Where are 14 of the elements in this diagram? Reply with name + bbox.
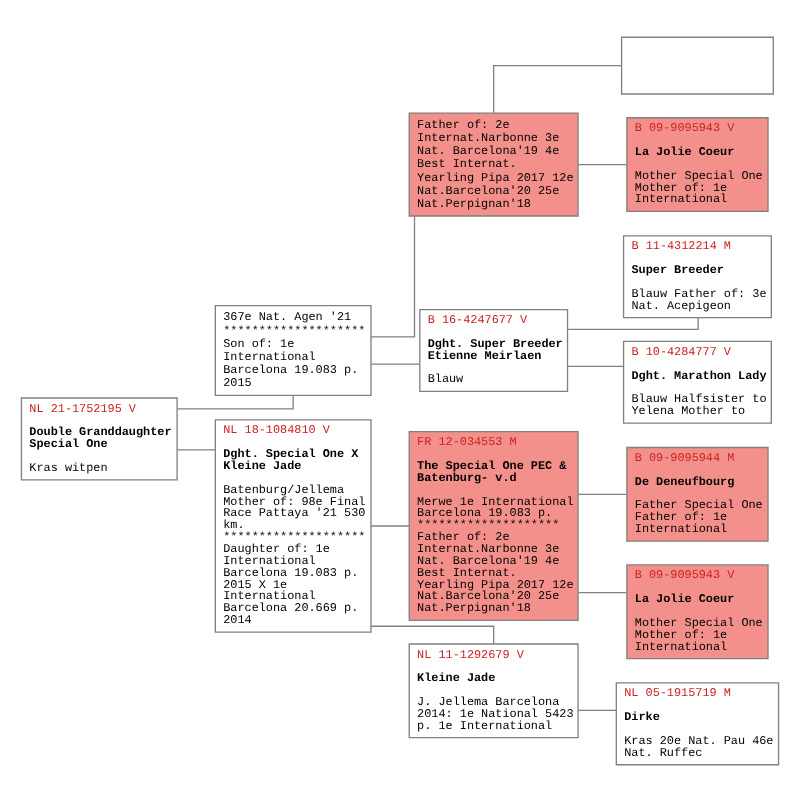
connector bbox=[370, 524, 410, 526]
connector bbox=[493, 64, 623, 113]
connector bbox=[567, 316, 699, 330]
connector bbox=[370, 214, 416, 337]
connector bbox=[577, 590, 627, 593]
connector bbox=[567, 364, 624, 367]
connector bbox=[370, 362, 421, 364]
connector bbox=[577, 492, 627, 494]
connector bbox=[577, 162, 627, 165]
connector bbox=[370, 624, 495, 644]
connector bbox=[176, 448, 216, 450]
node-box bbox=[620, 35, 774, 94]
connector bbox=[176, 394, 294, 409]
connector bbox=[577, 708, 617, 710]
